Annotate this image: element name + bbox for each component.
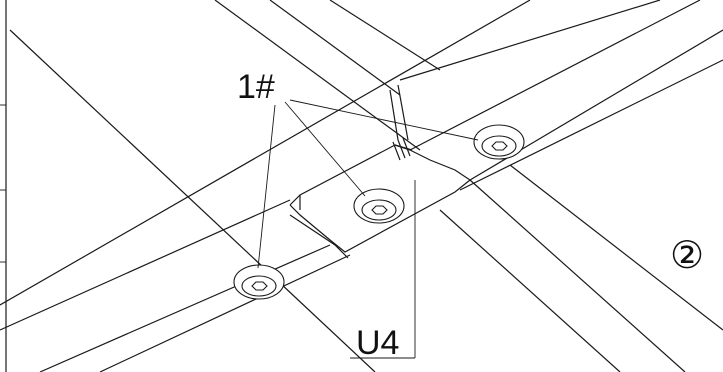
bolt-upper bbox=[473, 124, 525, 160]
bolt-middle bbox=[353, 188, 405, 224]
diagonal-rail-down bbox=[9, 0, 723, 372]
step-number-label: ② bbox=[670, 235, 704, 277]
part-leaders bbox=[257, 99, 479, 269]
part-number-label: 1# bbox=[237, 68, 275, 106]
profile-leader bbox=[350, 180, 416, 359]
bolt-lower bbox=[233, 264, 285, 300]
connector-plate bbox=[289, 84, 472, 259]
profile-code-label: U4 bbox=[356, 324, 399, 362]
